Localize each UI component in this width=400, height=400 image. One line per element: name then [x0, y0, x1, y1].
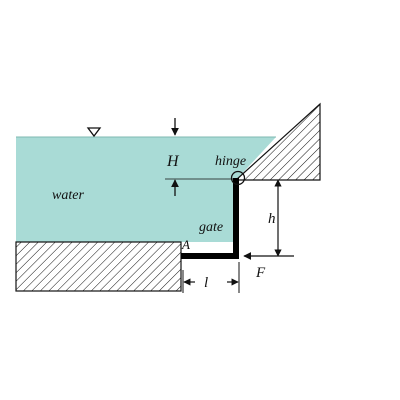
hinge-label: hinge [215, 154, 246, 169]
gate-label: gate [199, 220, 223, 235]
water-region [16, 137, 276, 242]
l-label: l [204, 275, 208, 291]
gate-plate [181, 178, 239, 259]
surface-marker-icon [86, 127, 102, 138]
F-label: F [255, 265, 266, 281]
H-label: H [166, 153, 180, 170]
ground-left [15, 241, 182, 292]
water-label: water [52, 188, 84, 203]
h-label: h [268, 211, 276, 227]
hinge-circle-icon [230, 170, 246, 186]
A-label: A [181, 237, 190, 252]
